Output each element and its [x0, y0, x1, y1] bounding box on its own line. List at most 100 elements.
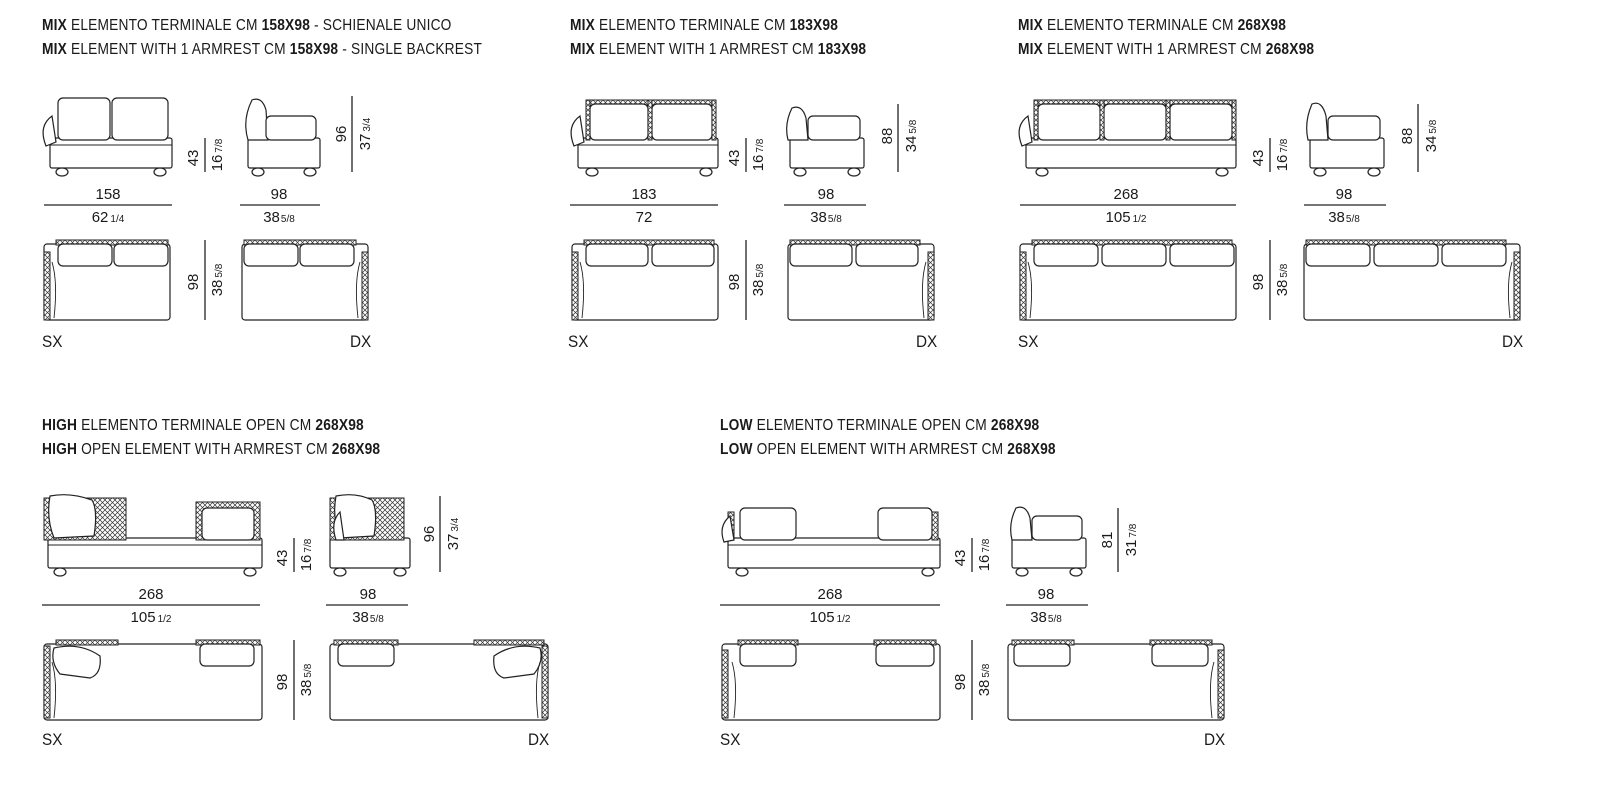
- label-dx: DX: [916, 332, 938, 351]
- dim-seat-height-in: 167/8: [750, 138, 767, 171]
- plan-view-left: [43, 639, 263, 721]
- elevation-drawing: 183 72 43 167/8 98 385/8 88 345/8 98 385…: [570, 99, 935, 321]
- dim-total-height-in: 345/8: [903, 119, 920, 152]
- dim-total-height: 81: [1099, 532, 1116, 549]
- dim-side-width: 98: [1336, 186, 1353, 203]
- module-low-268: LOW ELEMENTO TERMINALE OPEN CM 268X98 LO…: [678, 400, 1278, 800]
- dim-side-width-in: 385/8: [1030, 609, 1062, 626]
- dim-side-width: 98: [818, 186, 835, 203]
- label-sx: SX: [720, 730, 741, 749]
- dim-front-width: 268: [1113, 186, 1138, 203]
- dim-depth: 98: [1250, 274, 1267, 291]
- title-english: HIGH OPEN ELEMENT WITH ARMREST CM 268X98: [42, 441, 381, 458]
- plan-view-right: [241, 239, 369, 321]
- dim-seat-height: 43: [185, 150, 202, 167]
- front-view-sofa: [43, 494, 263, 577]
- dim-side-width-in: 385/8: [1328, 209, 1360, 226]
- plan-view-right: [329, 639, 549, 721]
- title-english: MIX ELEMENT WITH 1 ARMREST CM 268X98: [1018, 41, 1315, 58]
- title-english: MIX ELEMENT WITH 1 ARMREST CM 158X98 - S…: [42, 41, 483, 58]
- dim-total-height: 96: [333, 126, 350, 143]
- label-sx: SX: [42, 730, 63, 749]
- label-dx: DX: [1204, 730, 1226, 749]
- module-mix-158: MIX ELEMENTO TERMINALE CM 158X98 - SCHIE…: [0, 0, 540, 380]
- front-view-sofa: [570, 99, 719, 177]
- plan-view-right: [1303, 239, 1521, 321]
- dim-seat-height-in: 167/8: [976, 538, 993, 571]
- plan-view-left: [721, 639, 941, 721]
- dim-total-height: 88: [879, 128, 896, 145]
- dim-depth-in: 385/8: [750, 263, 767, 296]
- dim-front-width: 183: [631, 186, 656, 203]
- dim-seat-height: 43: [1250, 150, 1267, 167]
- title-italian: MIX ELEMENTO TERMINALE CM 268X98: [1018, 17, 1287, 34]
- plan-view-left: [571, 239, 719, 321]
- label-sx: SX: [1018, 332, 1039, 351]
- side-view-sofa: [245, 98, 321, 177]
- dim-seat-height: 43: [274, 550, 291, 567]
- dim-side-width: 98: [271, 186, 288, 203]
- dim-front-width-in: 72: [636, 209, 653, 226]
- dim-side-width: 98: [360, 586, 377, 603]
- dim-seat-height-in: 167/8: [298, 538, 315, 571]
- side-view-sofa: [1306, 102, 1385, 177]
- dim-side-width-in: 385/8: [810, 209, 842, 226]
- dim-seat-height-in: 167/8: [1274, 138, 1291, 171]
- dim-depth-in: 385/8: [976, 663, 993, 696]
- dim-seat-height: 43: [726, 150, 743, 167]
- plan-view-left: [1019, 239, 1237, 321]
- dim-side-width: 98: [1038, 586, 1055, 603]
- dim-depth-in: 385/8: [209, 263, 226, 296]
- dim-front-width: 268: [138, 586, 163, 603]
- module-mix-268: MIX ELEMENTO TERMINALE CM 268X98 MIX ELE…: [976, 0, 1556, 380]
- plan-view-right: [1007, 639, 1225, 721]
- dim-total-height-in: 317/8: [1123, 523, 1140, 556]
- title-english: LOW OPEN ELEMENT WITH ARMREST CM 268X98: [720, 441, 1056, 458]
- title-italian: HIGH ELEMENTO TERMINALE OPEN CM 268X98: [42, 417, 364, 434]
- plan-view-left: [43, 239, 171, 321]
- front-view-sofa: [1018, 99, 1237, 177]
- title-italian: LOW ELEMENTO TERMINALE OPEN CM 268X98: [720, 417, 1040, 434]
- dim-depth: 98: [185, 274, 202, 291]
- dim-depth: 98: [952, 674, 969, 691]
- dim-depth: 98: [726, 274, 743, 291]
- dim-side-width-in: 385/8: [352, 609, 384, 626]
- title-italian: MIX ELEMENTO TERMINALE CM 183X98: [570, 17, 839, 34]
- side-view-sofa: [329, 494, 411, 577]
- dim-depth-in: 385/8: [1274, 263, 1291, 296]
- label-dx: DX: [528, 730, 550, 749]
- front-view-sofa: [42, 97, 173, 177]
- plan-view-right: [787, 239, 935, 321]
- dim-side-width-in: 385/8: [263, 209, 295, 226]
- label-dx: DX: [1502, 332, 1524, 351]
- dim-seat-height-in: 167/8: [209, 138, 226, 171]
- dim-depth: 98: [274, 674, 291, 691]
- dim-depth-in: 385/8: [298, 663, 315, 696]
- dim-front-width: 158: [95, 186, 120, 203]
- front-view-sofa: [721, 507, 941, 577]
- dim-total-height: 96: [421, 526, 438, 543]
- side-view-sofa: [1010, 506, 1087, 577]
- dim-total-height-in: 373/4: [357, 117, 374, 150]
- label-sx: SX: [568, 332, 589, 351]
- label-sx: SX: [42, 332, 63, 351]
- side-view-sofa: [786, 106, 865, 177]
- dim-seat-height: 43: [952, 550, 969, 567]
- dim-total-height: 88: [1399, 128, 1416, 145]
- module-high-268: HIGH ELEMENTO TERMINALE OPEN CM 268X98 H…: [0, 400, 600, 800]
- label-dx: DX: [350, 332, 372, 351]
- dim-front-width: 268: [817, 586, 842, 603]
- title-english: MIX ELEMENT WITH 1 ARMREST CM 183X98: [570, 41, 867, 58]
- module-mix-183: MIX ELEMENTO TERMINALE CM 183X98 MIX ELE…: [528, 0, 968, 380]
- title-italian: MIX ELEMENTO TERMINALE CM 158X98 - SCHIE…: [42, 17, 452, 34]
- dim-total-height-in: 373/4: [445, 517, 462, 550]
- dim-total-height-in: 345/8: [1423, 119, 1440, 152]
